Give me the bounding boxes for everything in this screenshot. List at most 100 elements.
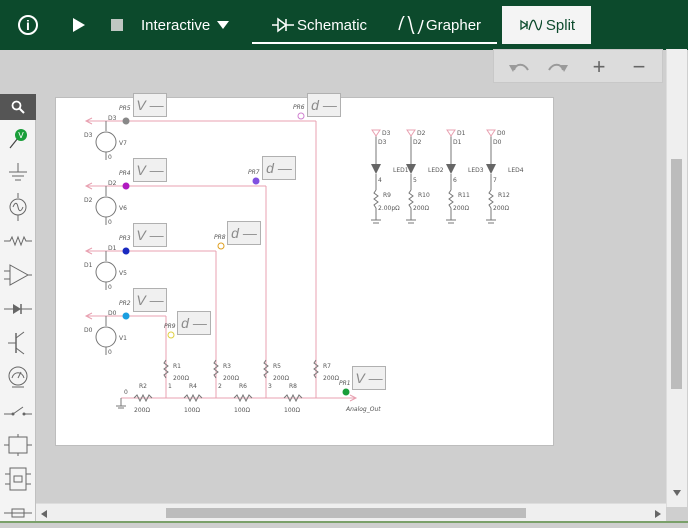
- sine-wave-icon: [398, 16, 424, 34]
- led-res-val: 2.00pΩ: [378, 205, 400, 212]
- led-name: LED1: [393, 167, 409, 174]
- stop-button[interactable]: [111, 6, 123, 44]
- source-pin-label: D3: [108, 115, 117, 122]
- led-res-val: 200Ω: [493, 205, 509, 212]
- redo-button[interactable]: [546, 55, 570, 79]
- source-gnd-label: 0: [108, 219, 112, 226]
- palette-voltage-probe[interactable]: V: [3, 124, 33, 154]
- source-gnd-label: 0: [108, 154, 112, 161]
- voltage-probe-pr3[interactable]: V —: [133, 223, 167, 247]
- voltage-probe-pr1[interactable]: V —: [352, 366, 386, 390]
- source-gnd-label: 0: [108, 284, 112, 291]
- mode-label: Interactive: [141, 16, 211, 34]
- resistor-value: 200Ω: [134, 407, 150, 414]
- schematic-drawing: D3 V7 0 D3 D2 V6 0 D2 D1 V5 0 D1 D0 V1 0…: [84, 104, 524, 414]
- resistor-name: R2: [139, 383, 147, 390]
- led-res-name: R11: [458, 192, 470, 199]
- probe-dot-pr3: [122, 247, 130, 255]
- palette-switch[interactable]: [3, 396, 33, 426]
- ground-node-label: 0: [124, 389, 128, 396]
- palette-resistor[interactable]: [3, 226, 33, 256]
- tab-grapher[interactable]: Grapher: [398, 6, 481, 44]
- tab-schematic-label: Schematic: [297, 16, 368, 34]
- source-name-label: V6: [119, 205, 127, 212]
- palette-connector[interactable]: [3, 498, 33, 528]
- resistor-value: 200Ω: [323, 375, 339, 382]
- source-name-label: V5: [119, 270, 127, 277]
- probe-dot-pr6: [297, 112, 305, 120]
- scroll-left-icon[interactable]: [40, 509, 48, 519]
- horizontal-scroll-thumb[interactable]: [166, 508, 526, 518]
- led-node: 4: [378, 177, 382, 184]
- palette-ac-source[interactable]: [3, 192, 33, 222]
- source-net-label: D3: [84, 132, 93, 139]
- scroll-down-icon[interactable]: [672, 489, 682, 497]
- led-res-name: R10: [418, 192, 430, 199]
- led-pin: D2: [417, 130, 426, 137]
- scroll-right-icon[interactable]: [654, 509, 662, 519]
- led-res-name: R12: [498, 192, 510, 199]
- palette-transistor[interactable]: [3, 328, 33, 358]
- voltage-probe-pr2[interactable]: V —: [133, 288, 167, 312]
- digital-probe-pr7[interactable]: d —: [262, 156, 296, 180]
- palette-logic-block[interactable]: [3, 430, 33, 460]
- voltage-probe-pr5[interactable]: V —: [133, 93, 167, 117]
- mode-dropdown[interactable]: Interactive: [141, 6, 230, 44]
- vertical-scroll-thumb[interactable]: [671, 159, 682, 389]
- info-button[interactable]: i: [18, 6, 38, 44]
- palette-ic[interactable]: [3, 464, 33, 494]
- diode-icon: [4, 304, 32, 314]
- zoom-in-button[interactable]: +: [587, 54, 611, 79]
- tab-underline: [252, 42, 497, 44]
- voltage-probe-pr4[interactable]: V —: [133, 158, 167, 182]
- probe-dot-pr5: [122, 117, 130, 125]
- horizontal-scrollbar[interactable]: [36, 503, 666, 522]
- tab-schematic[interactable]: Schematic: [272, 6, 367, 44]
- palette-diode[interactable]: [3, 294, 33, 324]
- probe-dot-pr7: [252, 177, 260, 185]
- resistor-value: 200Ω: [273, 375, 289, 382]
- probe-dot-pr9: [167, 331, 175, 339]
- vertical-scrollbar[interactable]: [666, 49, 687, 507]
- resistor-name: R6: [239, 383, 247, 390]
- output-label: Analog_Out: [345, 406, 381, 413]
- resistor-node: 1: [168, 383, 172, 390]
- resistor-icon: [4, 235, 32, 247]
- schematic-diode-icon: [272, 17, 294, 33]
- probe-dot-pr4: [122, 182, 130, 190]
- source-pin-label: D0: [108, 310, 117, 317]
- digital-probe-pr8[interactable]: d —: [227, 221, 261, 245]
- source-gnd-label: 0: [108, 349, 112, 356]
- digital-probe-pr9[interactable]: d —: [177, 311, 211, 335]
- redo-icon: [548, 63, 568, 72]
- led-node: 7: [493, 177, 497, 184]
- probe-id: PR8: [214, 234, 226, 241]
- probe-id: PR2: [119, 300, 131, 307]
- ic-chip-icon: [5, 467, 31, 491]
- probe-dot-pr8: [217, 242, 225, 250]
- palette-search-button[interactable]: [0, 94, 36, 120]
- resistor-node: 3: [268, 383, 272, 390]
- probe-id: PR3: [119, 235, 131, 242]
- palette-meter[interactable]: [3, 362, 33, 392]
- zoom-out-icon: −: [632, 54, 646, 79]
- svg-text:V: V: [18, 131, 24, 140]
- zoom-out-button[interactable]: −: [627, 54, 651, 79]
- undo-button[interactable]: [507, 55, 531, 79]
- tab-split[interactable]: Split: [502, 6, 591, 44]
- resistor-name: R8: [289, 383, 297, 390]
- play-button[interactable]: [72, 6, 86, 44]
- probe-id: PR7: [248, 169, 260, 176]
- led-res-name: R9: [383, 192, 391, 199]
- source-name-label: V7: [119, 140, 127, 147]
- palette-opamp[interactable]: [3, 260, 33, 290]
- schematic-canvas[interactable]: D3 V7 0 D3 D2 V6 0 D2 D1 V5 0 D1 D0 V1 0…: [55, 93, 554, 446]
- palette-ground[interactable]: [3, 158, 33, 188]
- opamp-icon: [4, 264, 32, 286]
- digital-probe-pr6[interactable]: d —: [307, 93, 341, 117]
- led-net: D1: [453, 139, 462, 146]
- resistor-value: 200Ω: [173, 375, 189, 382]
- probe-id: PR6: [293, 104, 305, 111]
- led-pin: D0: [497, 130, 506, 137]
- source-net-label: D2: [84, 197, 93, 204]
